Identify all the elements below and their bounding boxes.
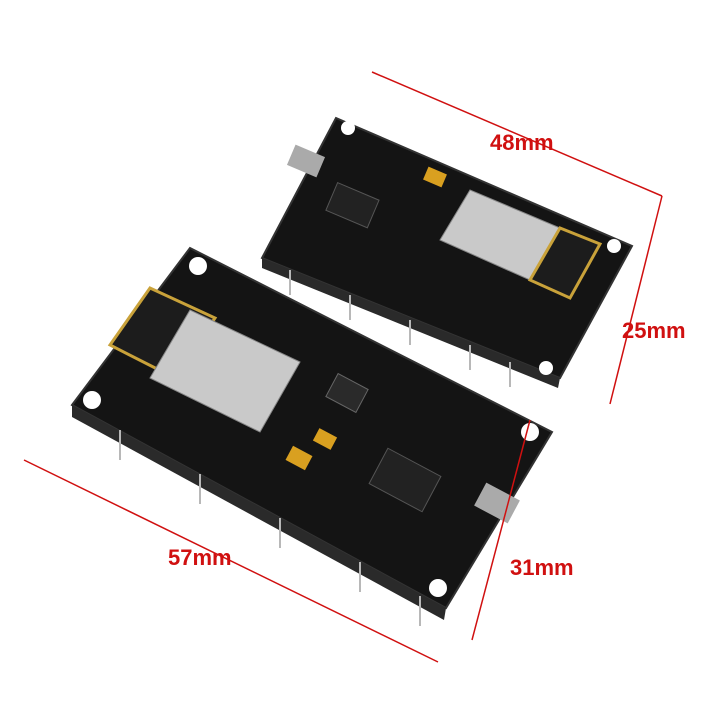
header-pins <box>119 270 511 626</box>
dimension-label-25mm: 25mm <box>622 318 686 343</box>
small-chip <box>325 181 380 229</box>
dimension-lines <box>23 71 663 663</box>
large-regulator <box>325 372 369 414</box>
small-antenna <box>527 226 603 300</box>
large-board <box>70 246 554 620</box>
dimension-label-48mm: 48mm <box>490 130 554 155</box>
large-chip <box>368 447 442 513</box>
large-wifi-module-shield <box>149 309 301 433</box>
small-capacitor <box>423 166 447 188</box>
dimension-label-31mm: 31mm <box>510 555 574 580</box>
large-capacitor-2 <box>312 428 338 450</box>
large-usb-port <box>474 482 520 524</box>
dimension-label-57mm: 57mm <box>168 545 232 570</box>
small-usb-port <box>286 144 326 178</box>
large-capacitor <box>285 445 313 471</box>
